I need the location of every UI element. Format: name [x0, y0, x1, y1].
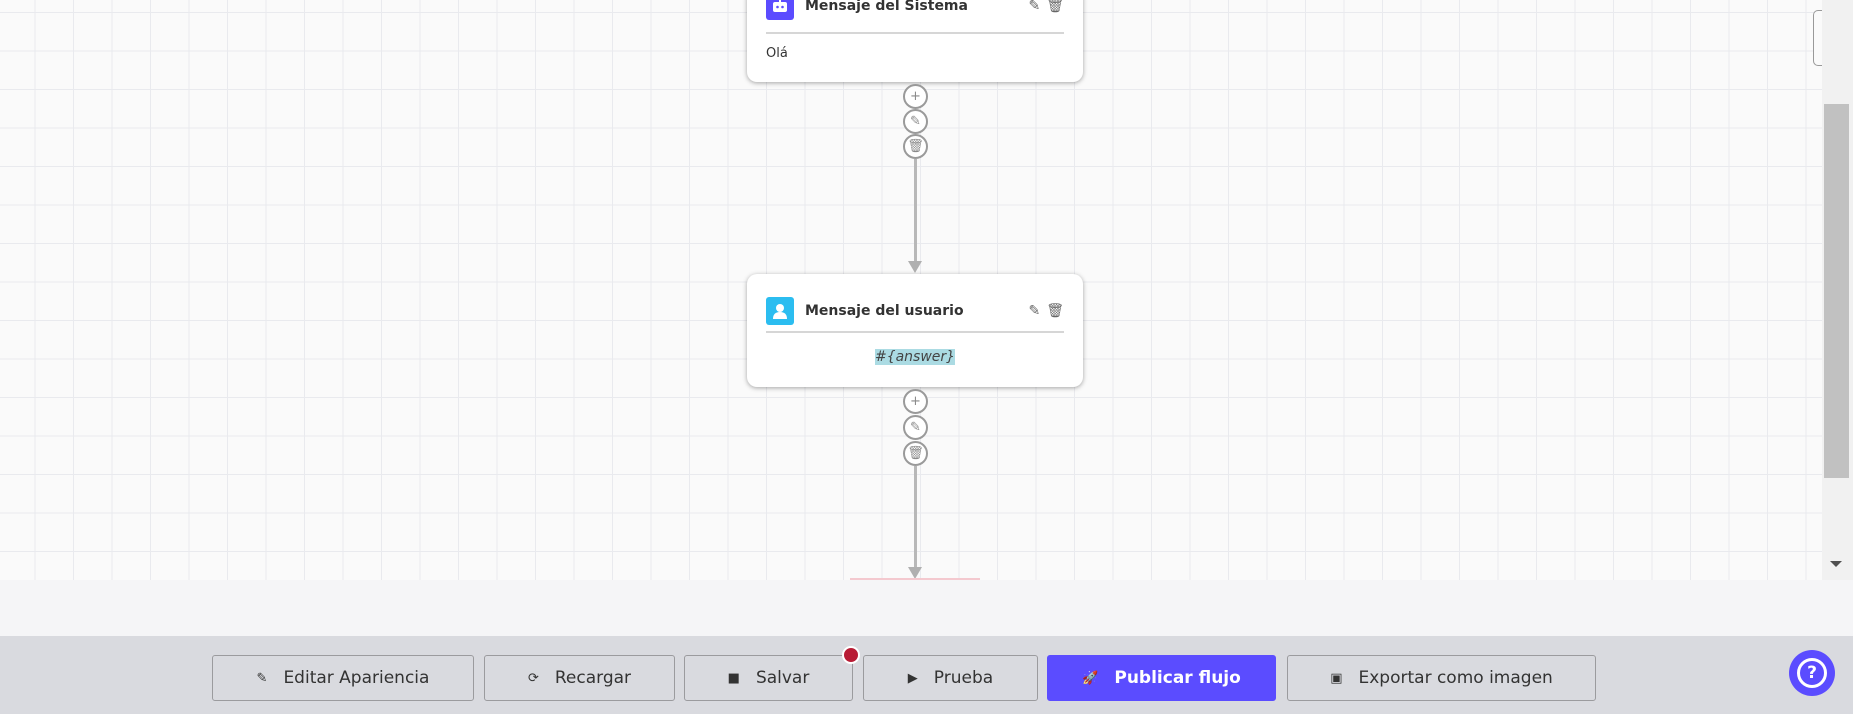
add-node-button[interactable]: +	[903, 84, 928, 109]
connector-line	[914, 466, 917, 568]
node-system-message[interactable]: Mensaje del Sistema ✎ 🗑 Olá	[747, 0, 1083, 82]
unsaved-changes-dot	[842, 646, 860, 664]
trash-icon[interactable]: 🗑	[1046, 303, 1064, 319]
node-title: Mensaje del Sistema	[805, 0, 968, 14]
save-button[interactable]: ■ Salvar	[684, 655, 853, 701]
connector-line	[914, 159, 917, 262]
flow-canvas[interactable]: Mensaje del Sistema ✎ 🗑 Olá + ✎ 🗑 Mensaj…	[0, 0, 1822, 580]
export-image-button[interactable]: ▣ Exportar como imagen	[1287, 655, 1596, 701]
user-icon	[766, 297, 794, 325]
scrollbar[interactable]	[1822, 0, 1853, 580]
arrow-down-icon	[908, 567, 922, 579]
pencil-icon[interactable]: ✎	[1028, 303, 1041, 319]
node-title: Mensaje del usuario	[805, 303, 964, 319]
node-user-message[interactable]: Mensaje del usuario ✎ 🗑 #{answer}	[747, 274, 1083, 387]
divider	[766, 331, 1064, 333]
edit-edge-button[interactable]: ✎	[903, 109, 928, 134]
button-label: Editar Apariencia	[283, 668, 430, 688]
delete-edge-button[interactable]: 🗑	[903, 134, 928, 159]
edit-icon: ✎	[256, 670, 268, 686]
pencil-icon[interactable]: ✎	[1028, 0, 1041, 14]
add-node-button[interactable]: +	[903, 389, 928, 414]
edit-edge-button[interactable]: ✎	[903, 415, 928, 440]
node-body: #{answer}	[874, 349, 956, 365]
edit-appearance-button[interactable]: ✎ Editar Apariencia	[212, 655, 474, 701]
save-icon: ■	[727, 670, 740, 686]
divider	[766, 32, 1064, 34]
refresh-icon: ⟳	[527, 670, 539, 686]
button-label: Exportar como imagen	[1358, 668, 1553, 688]
bottom-toolbar: ✎ Editar Apariencia ⟳ Recargar ■ Salvar ▶ Pr…	[0, 636, 1853, 714]
trash-icon[interactable]: 🗑	[1046, 0, 1064, 14]
test-button[interactable]: ▶ Prueba	[863, 655, 1038, 701]
arrow-down-icon	[908, 261, 922, 273]
scroll-down-arrow-icon[interactable]	[1830, 561, 1842, 567]
question-icon: ?	[1797, 658, 1827, 688]
next-node-edge	[850, 578, 980, 580]
node-body: Olá	[766, 46, 788, 61]
play-icon: ▶	[907, 670, 918, 686]
reload-button[interactable]: ⟳ Recargar	[484, 655, 675, 701]
rocket-icon: 🚀	[1082, 670, 1099, 686]
help-button[interactable]: ?	[1789, 650, 1835, 696]
robot-icon	[766, 0, 794, 20]
delete-edge-button[interactable]: 🗑	[903, 441, 928, 466]
scrollbar-thumb[interactable]	[1824, 104, 1849, 478]
button-label: Prueba	[933, 668, 994, 688]
button-label: Salvar	[755, 668, 810, 688]
publish-flow-button[interactable]: 🚀 Publicar flujo	[1047, 655, 1276, 701]
button-label: Recargar	[554, 668, 632, 688]
image-icon: ▣	[1330, 670, 1343, 686]
button-label: Publicar flujo	[1114, 668, 1241, 688]
